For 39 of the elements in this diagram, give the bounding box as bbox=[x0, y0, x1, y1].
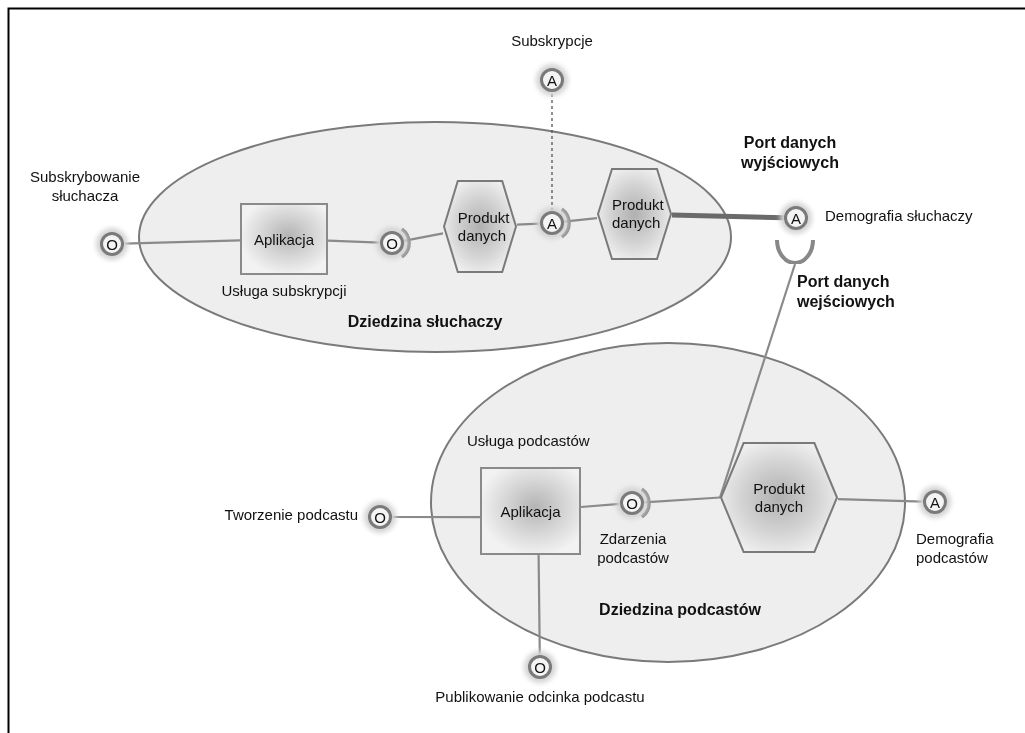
caption-text: Zdarzenia podcastów bbox=[596, 530, 670, 568]
connector-line bbox=[403, 232, 444, 242]
connector-line bbox=[643, 496, 721, 504]
connector-line bbox=[327, 239, 381, 244]
domain-label: Dziedzina słuchaczy bbox=[346, 312, 504, 332]
caption-text: Subskrybowanie słuchacza bbox=[28, 168, 142, 206]
connector-line bbox=[537, 555, 541, 655]
connector-line bbox=[671, 212, 785, 221]
port-circle: A bbox=[784, 206, 808, 230]
port-circle: O bbox=[368, 505, 392, 529]
dashed-connector bbox=[551, 91, 553, 212]
domain-label: Dziedzina podcastów bbox=[598, 600, 762, 620]
data-product-hexagon: Produkt danych bbox=[720, 442, 838, 553]
connector-line bbox=[837, 498, 924, 503]
connector-line bbox=[516, 222, 541, 226]
domain-ellipse bbox=[138, 121, 732, 353]
caption-text: Demografia podcastów bbox=[916, 530, 995, 568]
connector-line bbox=[580, 502, 621, 509]
port-circle: O bbox=[528, 655, 552, 679]
connector-line bbox=[392, 515, 480, 519]
port-circle: O bbox=[100, 232, 124, 256]
connector-line bbox=[718, 263, 797, 498]
port-heading: Port danych wejściowych bbox=[797, 272, 896, 312]
connector-line bbox=[563, 217, 598, 223]
port-circle: A bbox=[923, 490, 947, 514]
caption-text: Usługa podcastów bbox=[467, 432, 591, 451]
application-box: Aplikacja bbox=[480, 467, 581, 555]
caption-text: Publikowanie odcinka podcastu bbox=[434, 688, 646, 707]
socket-arc bbox=[775, 238, 815, 264]
application-box: Aplikacja bbox=[240, 203, 328, 275]
caption-text: Demografia słuchaczy bbox=[825, 207, 974, 226]
port-heading: Port danych wyjściowych bbox=[740, 133, 840, 173]
data-product-hexagon: Produkt danych bbox=[443, 180, 517, 273]
caption-text: Tworzenie podcastu bbox=[223, 506, 358, 525]
port-circle: A bbox=[540, 68, 564, 92]
data-product-hexagon: Produkt danych bbox=[597, 168, 672, 260]
domain-ellipse bbox=[430, 342, 906, 663]
caption-text: Subskrypcje bbox=[510, 32, 594, 51]
caption-text: Usługa subskrypcji bbox=[220, 282, 348, 301]
